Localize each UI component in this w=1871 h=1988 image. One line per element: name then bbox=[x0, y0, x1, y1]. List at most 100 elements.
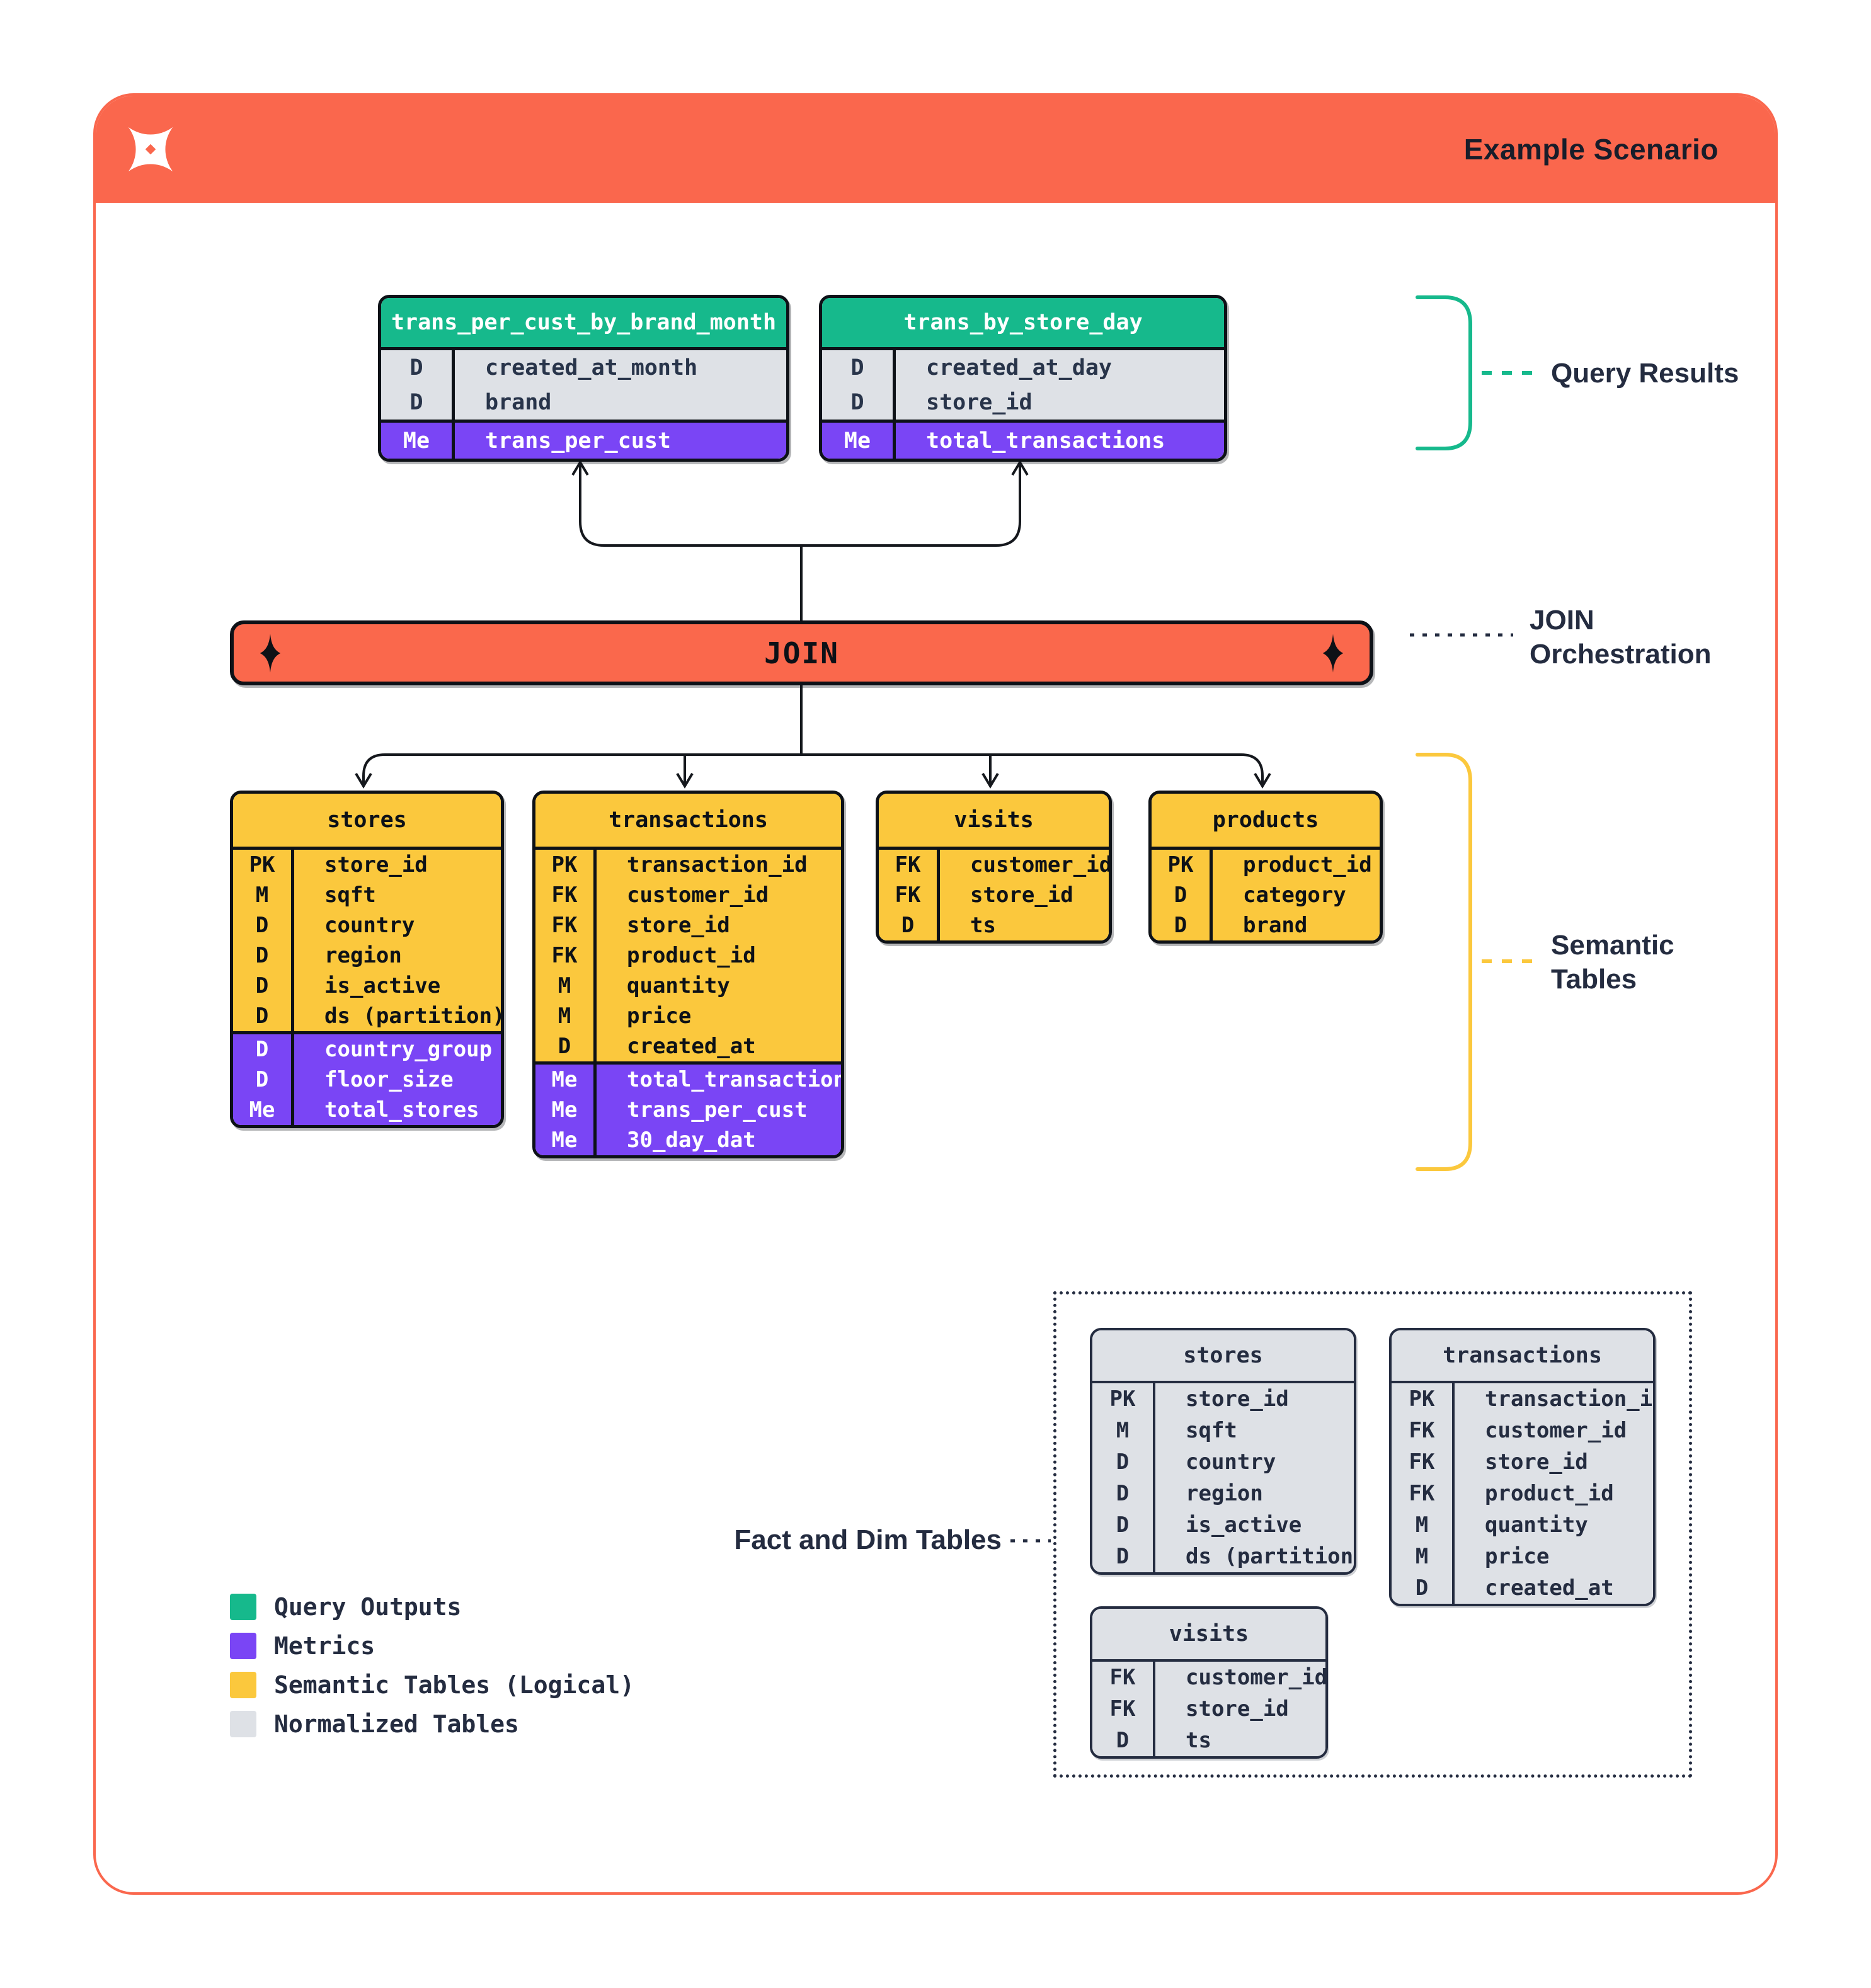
join-label: JOIN bbox=[764, 636, 839, 670]
row-field-name: 30_day_dat bbox=[627, 1128, 756, 1153]
row-key-badge: D bbox=[1152, 880, 1213, 910]
join-bar: JOIN bbox=[230, 620, 1373, 685]
row-field-name: sqft bbox=[1186, 1418, 1237, 1443]
row-key-badge: D bbox=[822, 385, 896, 420]
join-orchestration-label: JOIN Orchestration bbox=[1530, 605, 1712, 670]
row-field-name: quantity bbox=[627, 973, 730, 998]
page-title: Example Scenario bbox=[1463, 133, 1719, 166]
row-field-name: region bbox=[324, 943, 402, 968]
table-row: FK customer_id bbox=[535, 880, 841, 910]
row-key-badge: FK bbox=[1092, 1662, 1155, 1693]
row-field-name: product_id bbox=[627, 943, 756, 968]
row-field-name: created_at_month bbox=[485, 355, 698, 380]
row-field-name: product_id bbox=[1243, 852, 1372, 877]
row-field-name: customer_id bbox=[1186, 1665, 1328, 1690]
table-row: FK customer_id bbox=[1092, 1662, 1325, 1693]
row-field-name: customer_id bbox=[1485, 1418, 1627, 1443]
row-key-badge: M bbox=[1392, 1541, 1455, 1572]
legend-item: Semantic Tables (Logical) bbox=[230, 1665, 634, 1705]
legend-swatch-query-outputs bbox=[230, 1594, 256, 1620]
row-field-name: brand bbox=[1243, 913, 1308, 938]
row-field-name: trans_per_cust bbox=[627, 1097, 808, 1123]
row-key-badge: D bbox=[233, 971, 294, 1001]
row-key-badge: FK bbox=[535, 940, 597, 971]
table-title: stores bbox=[233, 794, 501, 850]
table-row: Me 30_day_dat bbox=[535, 1125, 841, 1155]
row-field-name: store_id bbox=[1186, 1696, 1289, 1722]
row-field-name: total_transactions bbox=[627, 1067, 844, 1092]
legend-swatch-metrics bbox=[230, 1633, 256, 1659]
row-field-name: product_id bbox=[1485, 1481, 1614, 1506]
row-key-badge: M bbox=[1092, 1415, 1155, 1446]
row-key-badge: Me bbox=[535, 1125, 597, 1155]
row-key-badge: M bbox=[1392, 1509, 1455, 1541]
row-field-name: region bbox=[1186, 1481, 1263, 1506]
legend-item: Query Outputs bbox=[230, 1587, 634, 1626]
table-row: FK product_id bbox=[535, 940, 841, 971]
row-field-name: total_transactions bbox=[926, 428, 1165, 454]
row-key-badge: Me bbox=[535, 1095, 597, 1125]
table-title: visits bbox=[879, 794, 1109, 850]
row-key-badge: D bbox=[1152, 910, 1213, 940]
table-row: FK store_id bbox=[1092, 1693, 1325, 1725]
row-field-name: customer_id bbox=[627, 883, 769, 908]
row-key-badge: FK bbox=[535, 910, 597, 940]
query-results-label: Query Results bbox=[1551, 358, 1739, 389]
legend-label: Semantic Tables (Logical) bbox=[274, 1671, 634, 1699]
row-field-name: created_at_day bbox=[926, 355, 1113, 380]
row-key-badge: FK bbox=[535, 880, 597, 910]
row-field-name: store_id bbox=[970, 883, 1073, 908]
row-key-badge: PK bbox=[1152, 850, 1213, 880]
row-field-name: ts bbox=[970, 913, 996, 938]
fact-dim-label: Fact and Dim Tables bbox=[734, 1524, 1002, 1555]
table-title: transactions bbox=[535, 794, 841, 850]
row-key-badge: FK bbox=[1092, 1693, 1155, 1725]
row-key-badge: D bbox=[1092, 1446, 1155, 1478]
row-field-name: quantity bbox=[1485, 1512, 1588, 1538]
row-field-name: sqft bbox=[324, 883, 376, 908]
row-key-badge: D bbox=[879, 910, 940, 940]
row-field-name: customer_id bbox=[970, 852, 1112, 877]
legend-item: Normalized Tables bbox=[230, 1705, 634, 1744]
row-field-name: store_id bbox=[324, 852, 428, 877]
table-title: transactions bbox=[1392, 1330, 1653, 1383]
row-key-badge: D bbox=[1092, 1509, 1155, 1541]
row-field-name: brand bbox=[485, 389, 552, 415]
table-title: trans_by_store_day bbox=[822, 298, 1224, 350]
